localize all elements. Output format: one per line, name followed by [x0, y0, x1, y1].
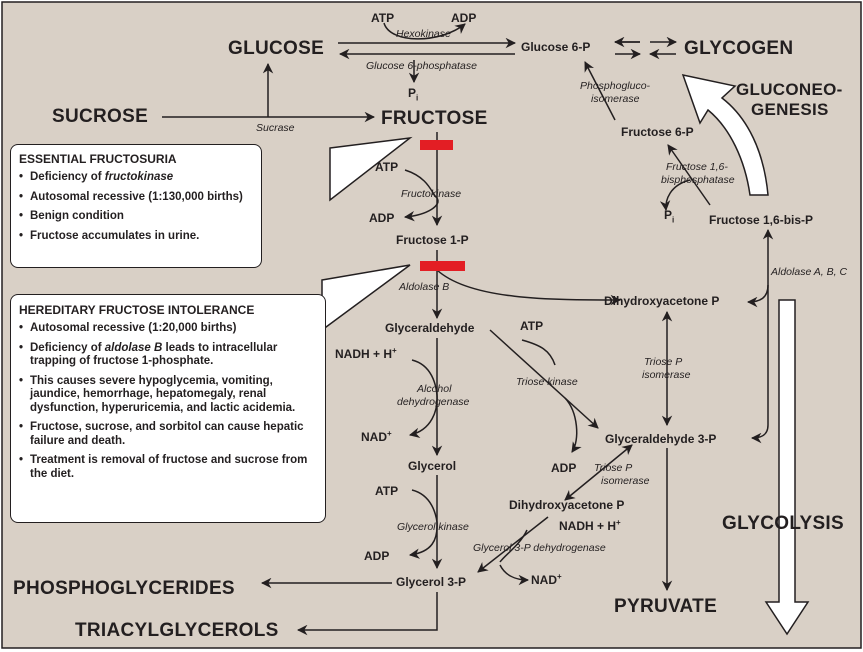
box2-bullet-5: Treatment is removal of fructose and suc… — [19, 454, 317, 481]
label-triacylglycerols: TRIACYLGLYCEROLS — [75, 620, 279, 641]
label-nadh-2: NADH + H+ — [559, 518, 621, 533]
label-triose-iso-right-2: isomerase — [642, 369, 691, 381]
f16bp-to-f6p-arrow — [667, 144, 711, 206]
box1-bullet-3: Benign condition — [19, 210, 253, 224]
label-nad: NAD+ — [361, 429, 392, 444]
label-dhap-2: Dihydroxyacetone P — [509, 498, 625, 512]
label-hexokinase: Hexokinase — [396, 28, 451, 40]
aldolase-b-block — [420, 261, 465, 271]
f6p-to-g6p-arrow — [584, 61, 616, 121]
label-triose-iso-mid-1: Triose P — [594, 462, 633, 474]
label-glycerol: Glycerol — [408, 459, 457, 473]
label-phosphoglycerides: PHOSPHOGLYCERIDES — [13, 578, 235, 599]
label-glycerol-3p: Glycerol 3-P — [396, 575, 467, 589]
box2-bullet-1: Autosomal recessive (1:20,000 births) — [19, 322, 317, 336]
box2-bullet-4: Fructose, sucrose, and sorbitol can caus… — [19, 421, 317, 448]
label-glucose-6p: Glucose 6-P — [521, 40, 591, 54]
label-glycerol3p-dh: Glycerol 3-P dehydrogenase — [473, 542, 606, 554]
label-alcohol-dh-1: Alcohol — [417, 383, 452, 395]
label-fructose-1p: Fructose 1-P — [396, 233, 469, 247]
glyceraldehyde-to-g3p-arrow — [489, 329, 599, 429]
triose-kinase-atp-arrow — [521, 339, 556, 366]
box2-bullet-2: Deficiency of aldolase B leads to intrac… — [19, 342, 317, 369]
label-g3p: Glyceraldehyde 3-P — [605, 432, 717, 446]
label-glucose-6-phosphatase: Glucose 6-phosphatase — [366, 60, 477, 72]
label-adp-fk: ADP — [369, 211, 395, 225]
label-triose-iso-right-1: Triose P — [644, 356, 683, 368]
label-dhap: Dihydroxyacetone P — [604, 294, 720, 308]
label-f16bpase-1: Fructose 1,6- — [666, 161, 728, 173]
box1-bullet-1: Deficiency of fructokinase — [19, 171, 253, 185]
callout-pointer-1 — [329, 136, 413, 202]
label-pyruvate: PYRUVATE — [614, 596, 718, 617]
label-glucose: GLUCOSE — [228, 38, 325, 59]
label-glyceraldehyde: Glyceraldehyde — [385, 321, 475, 335]
label-alcohol-dh-2: dehydrogenase — [397, 396, 470, 408]
label-fructose-6p: Fructose 6-P — [621, 125, 694, 139]
dhap-to-glycerol3p-arrow — [477, 516, 549, 573]
label-phosphogluco-2: isomerase — [591, 93, 640, 105]
fructokinase-block — [420, 140, 453, 150]
f1p-to-dhap-arrow — [436, 269, 622, 306]
box1-bullet-2: Autosomal recessive (1:130,000 births) — [19, 191, 253, 205]
label-sucrase: Sucrase — [256, 122, 295, 134]
g3pdh-nadh-arrow — [499, 529, 528, 563]
label-phosphogluco-1: Phosphogluco- — [580, 80, 651, 92]
label-triose-kinase: Triose kinase — [516, 376, 578, 388]
label-aldolase-abc: Aldolase A, B, C — [771, 266, 848, 278]
alcohol-dh-cofactor-arrow — [408, 359, 438, 439]
label-atp-gk: ATP — [375, 484, 399, 498]
label-adp-gk: ADP — [364, 549, 390, 563]
aldolase-abc-g3p-arrow — [750, 285, 769, 444]
label-glycerol-kinase: Glycerol kinase — [397, 521, 469, 533]
label-nad-2: NAD+ — [531, 572, 562, 587]
to-triacylglycerols-arrow — [296, 592, 438, 636]
hexokinase-cofactor-arrow — [383, 22, 466, 40]
g3pdh-nad-arrow — [499, 564, 530, 586]
label-adp-tk: ADP — [551, 461, 577, 475]
label-aldolase-b: Aldolase B — [399, 281, 450, 293]
label-triose-iso-mid-2: isomerase — [601, 475, 650, 487]
label-glycolysis: GLYCOLYSIS — [722, 513, 844, 534]
label-gluconeo-2: GENESIS — [751, 100, 829, 119]
pi-right-arrow — [659, 179, 691, 212]
essential-fructosuria-title: ESSENTIAL FRUCTOSURIA — [19, 152, 177, 166]
label-pi-right: Pi — [664, 208, 675, 225]
label-fructokinase: Fructokinase — [401, 188, 462, 200]
label-fructose-16-bisp: Fructose 1,6-bis-P — [709, 213, 814, 227]
label-sucrose: SUCROSE — [52, 106, 149, 127]
glycerol-kinase-cofactor-arrow — [408, 489, 438, 559]
essential-fructosuria-box: ESSENTIAL FRUCTOSURIA Deficiency of fruc… — [10, 144, 262, 268]
label-atp-fk: ATP — [375, 160, 399, 174]
fructokinase-cofactor-arrow — [403, 169, 439, 222]
label-f16bpase-2: bisphosphatase — [661, 174, 735, 186]
label-nadh: NADH + H+ — [335, 346, 397, 361]
label-atp-top: ATP — [371, 11, 395, 25]
triose-isomerase-mid-arrow — [564, 444, 633, 501]
label-glycogen: GLYCOGEN — [684, 38, 794, 59]
hereditary-fructose-intolerance-box: HEREDITARY FRUCTOSE INTOLERANCE Autosoma… — [10, 294, 326, 523]
glycolysis-arrow — [764, 299, 810, 636]
label-gluconeo-1: GLUCONEO- — [736, 80, 843, 99]
box2-bullet-3: This causes severe hypoglycemia, vomitin… — [19, 375, 317, 416]
label-fructose: FRUCTOSE — [381, 108, 488, 129]
label-adp-top: ADP — [451, 11, 477, 25]
box1-bullet-4: Fructose accumulates in urine. — [19, 230, 253, 244]
gluconeogenesis-arrow — [681, 73, 769, 196]
hfi-title: HEREDITARY FRUCTOSE INTOLERANCE — [19, 303, 255, 317]
label-pi-top: Pi — [408, 86, 419, 103]
label-atp-tk: ATP — [520, 319, 544, 333]
